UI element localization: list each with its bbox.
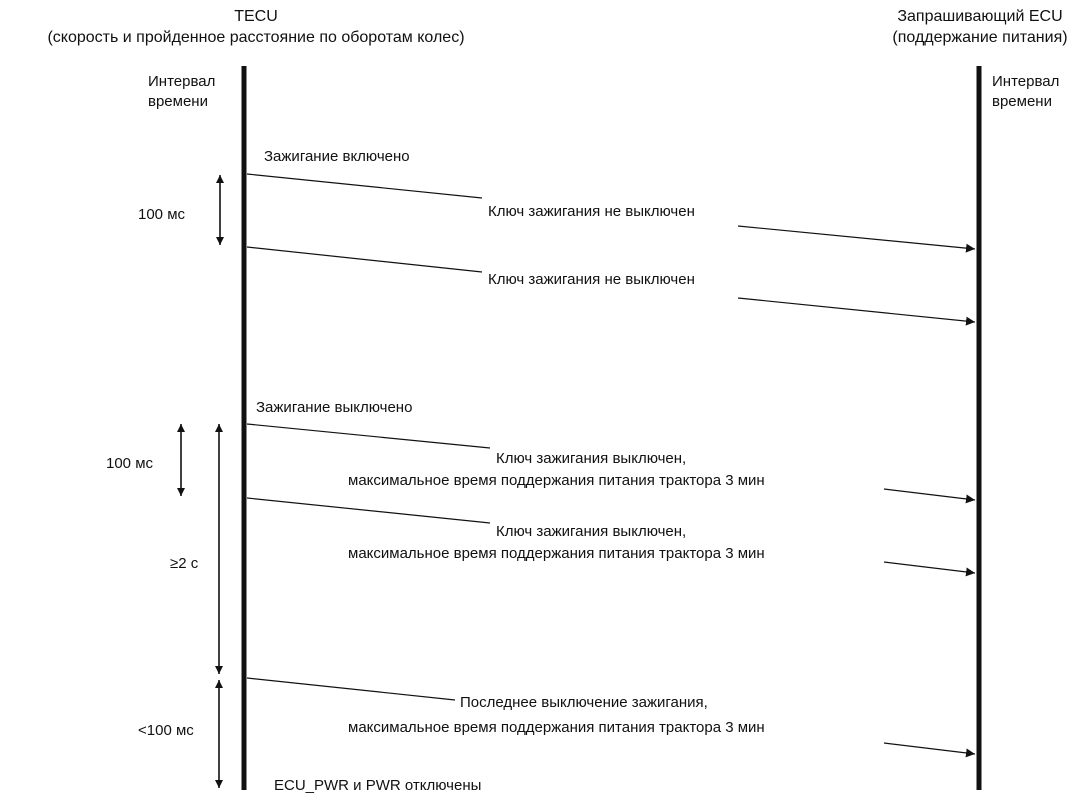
message-3-line-start <box>246 423 491 449</box>
message-2: Ключ зажигания не выключен <box>246 246 976 326</box>
message-3: Ключ зажигания выключен, максимальное вр… <box>246 423 976 504</box>
message-5-label-line2: максимальное время поддержания питания т… <box>348 719 765 736</box>
interval-2: 100 мс <box>106 424 185 496</box>
message-5: Последнее выключение зажигания, максимал… <box>246 677 976 758</box>
message-2-line-start <box>246 246 483 273</box>
left-interval-label-2: времени <box>148 93 208 110</box>
message-1-line-start <box>246 173 483 199</box>
message-3-arrow <box>883 488 976 504</box>
event-ignition-off: Зажигание выключено <box>256 399 412 416</box>
message-4-label-line2: максимальное время поддержания питания т… <box>348 545 765 562</box>
interval-3: ≥2 с <box>170 424 223 674</box>
message-5-line-start <box>246 677 456 701</box>
left-lane-subtitle: (скорость и пройденное расстояние по обо… <box>47 29 464 46</box>
message-2-label: Ключ зажигания не выключен <box>488 271 695 288</box>
left-interval-label-1: Интервал <box>148 73 215 90</box>
interval-3-label: ≥2 с <box>170 555 199 572</box>
left-lane-title: TECU <box>234 8 278 25</box>
message-1-arrow <box>737 225 976 253</box>
message-4-label-line1: Ключ зажигания выключен, <box>496 523 686 540</box>
message-4-arrow <box>883 561 976 577</box>
right-lane-title: Запрашивающий ECU <box>897 8 1062 25</box>
message-4-line-start <box>246 497 491 524</box>
message-1-label: Ключ зажигания не выключен <box>488 203 695 220</box>
right-lane-subtitle: (поддержание питания) <box>892 29 1067 46</box>
interval-4-label: <100 мс <box>138 722 194 739</box>
right-interval-label-2: времени <box>992 93 1052 110</box>
interval-1-label: 100 мс <box>138 206 186 223</box>
right-interval-label-1: Интервал <box>992 73 1059 90</box>
message-4: Ключ зажигания выключен, максимальное вр… <box>246 497 976 577</box>
event-ignition-on: Зажигание включено <box>264 148 410 165</box>
message-5-arrow <box>883 742 976 758</box>
event-power-off: ECU_PWR и PWR отключены <box>274 777 481 794</box>
message-5-label-line1: Последнее выключение зажигания, <box>460 694 708 711</box>
message-3-label-line2: максимальное время поддержания питания т… <box>348 472 765 489</box>
interval-1: 100 мс <box>138 175 224 245</box>
interval-4: <100 мс <box>138 680 223 788</box>
message-3-label-line1: Ключ зажигания выключен, <box>496 450 686 467</box>
interval-2-label: 100 мс <box>106 455 154 472</box>
message-1: Ключ зажигания не выключен <box>246 173 976 253</box>
message-2-arrow <box>737 297 976 326</box>
